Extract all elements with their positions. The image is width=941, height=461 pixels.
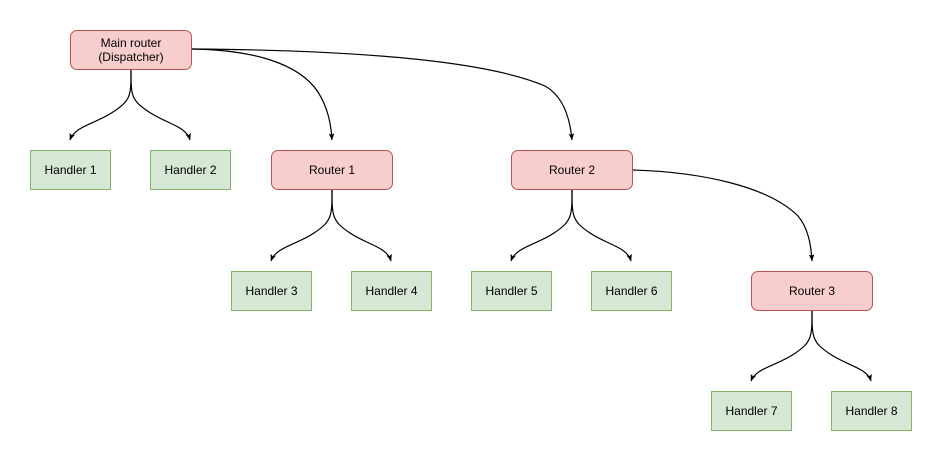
node-handler-4-label: Handler 4 [365, 284, 418, 298]
node-main-router-label: Main router (Dispatcher) [98, 36, 164, 64]
edge-main-router-to-handler-2 [130, 69, 191, 141]
node-handler-7[interactable]: Handler 7 [711, 391, 792, 431]
node-handler-8[interactable]: Handler 8 [831, 391, 912, 431]
node-handler-5[interactable]: Handler 5 [471, 271, 552, 311]
node-router-3[interactable]: Router 3 [751, 271, 873, 311]
node-router-1-label: Router 1 [308, 163, 356, 177]
edge-router-2-to-router-3 [632, 169, 815, 262]
edge-main-router-to-router-1 [191, 48, 335, 141]
node-handler-2-label: Handler 2 [164, 163, 217, 177]
node-handler-5-label: Handler 5 [485, 284, 538, 298]
node-handler-6-label: Handler 6 [605, 284, 658, 298]
node-handler-4[interactable]: Handler 4 [351, 271, 432, 311]
edge-main-router-to-handler-1 [69, 69, 132, 141]
edge-router-2-to-handler-5 [510, 189, 573, 262]
node-router-2[interactable]: Router 2 [511, 150, 633, 190]
node-handler-1[interactable]: Handler 1 [30, 150, 111, 190]
node-router-3-label: Router 3 [788, 284, 836, 298]
node-handler-3-label: Handler 3 [245, 284, 298, 298]
node-handler-8-label: Handler 8 [845, 404, 898, 418]
node-router-2-label: Router 2 [548, 163, 596, 177]
node-main-router[interactable]: Main router (Dispatcher) [70, 30, 192, 70]
node-handler-1-label: Handler 1 [44, 163, 97, 177]
edge-router-3-to-handler-8 [811, 310, 872, 382]
node-handler-3[interactable]: Handler 3 [231, 271, 312, 311]
edge-router-3-to-handler-7 [750, 310, 813, 382]
edge-router-1-to-handler-3 [270, 189, 333, 262]
node-router-1[interactable]: Router 1 [271, 150, 393, 190]
edge-router-2-to-handler-6 [571, 189, 632, 262]
node-handler-6[interactable]: Handler 6 [591, 271, 672, 311]
edge-router-1-to-handler-4 [331, 189, 392, 262]
node-handler-2[interactable]: Handler 2 [150, 150, 231, 190]
edge-main-router-to-router-2 [191, 48, 575, 141]
node-handler-7-label: Handler 7 [725, 404, 778, 418]
